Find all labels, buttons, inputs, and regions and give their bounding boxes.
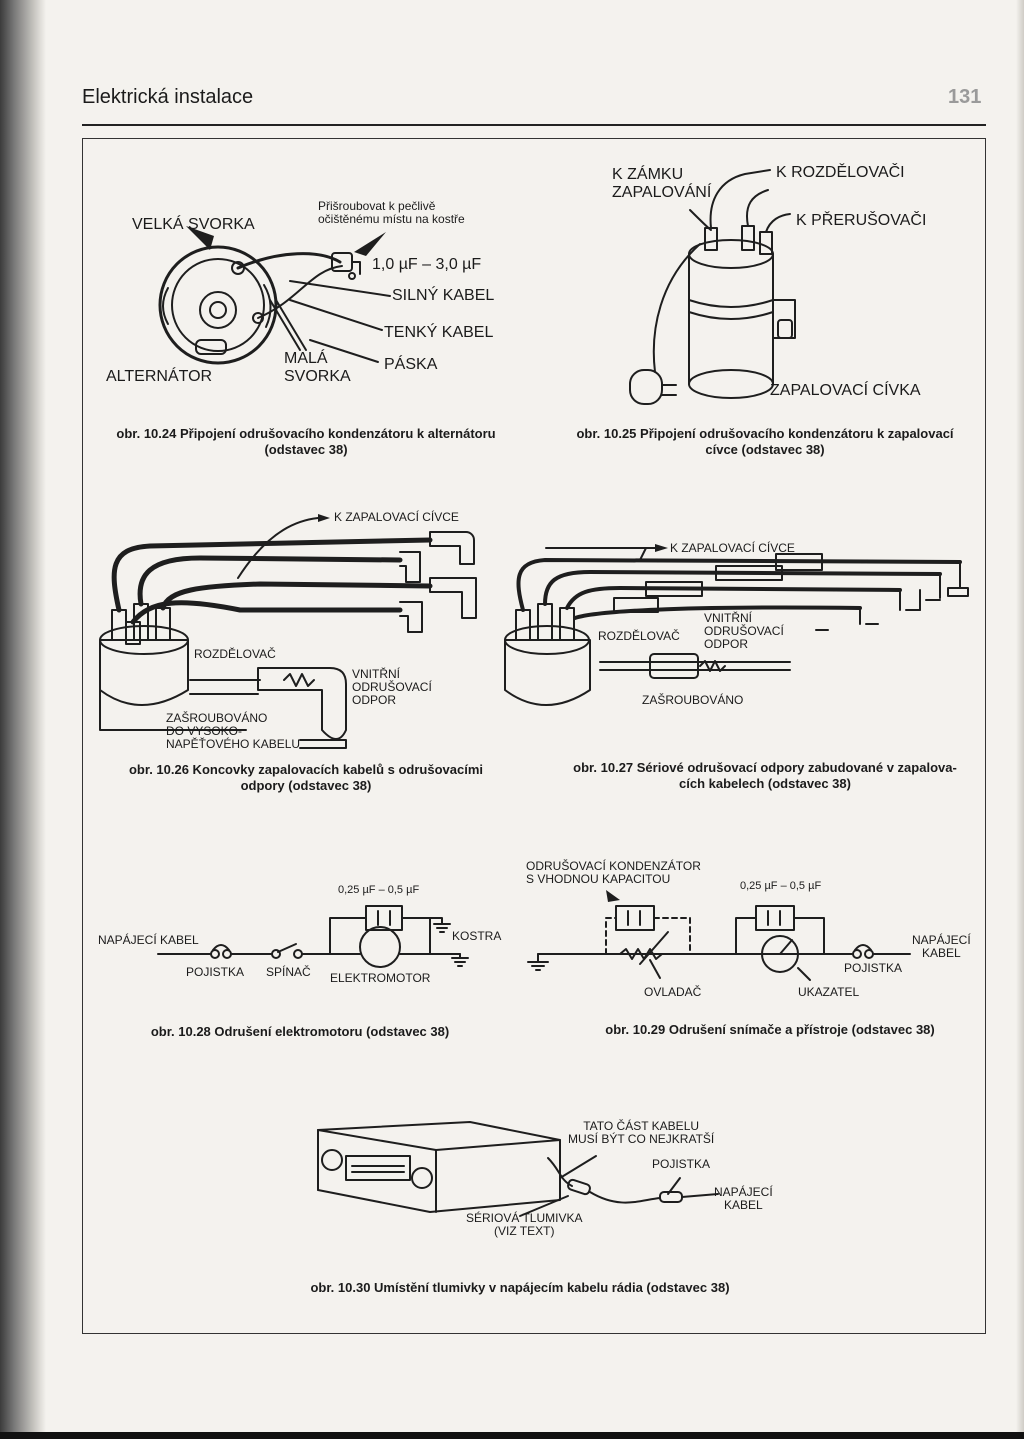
motor-circuit-diagram <box>157 905 469 968</box>
label-seriova-tlumivka: SÉRIOVÁ TLUMIVKA (VIZ TEXT) <box>466 1211 583 1238</box>
label-napajeci-kabel-29: NAPÁJECÍ KABEL <box>912 933 971 960</box>
label-zasroubovano-27: ZAŠROUBOVÁNO <box>642 693 744 707</box>
label-napajeci-kabel-30: NAPÁJECÍ KABEL <box>714 1185 773 1212</box>
label-zapalovaci-civka: ZAPALOVACÍ CÍVKA <box>770 382 921 399</box>
label-tenky-kabel: TENKÝ KABEL <box>384 324 494 341</box>
label-pojistka-28: POJISTKA <box>186 965 245 979</box>
page-edge <box>1016 0 1024 1439</box>
label-k-zapalovaci-civce-26: K ZAPALOVACÍ CÍVCE <box>334 510 459 524</box>
caption-fig-10-28: obr. 10.28 Odrušení elektromotoru (odsta… <box>150 1024 450 1039</box>
label-k-zapalovaci-civce-27: K ZAPALOVACÍ CÍVCE <box>670 541 795 555</box>
label-spinac: SPÍNAČ <box>266 965 311 979</box>
label-ovladac: OVLADAČ <box>644 985 702 999</box>
book-spine-shadow <box>0 0 46 1439</box>
scan-bottom-edge <box>0 1432 1024 1439</box>
figure-frame <box>82 138 986 1334</box>
radio-illustration <box>317 1121 719 1217</box>
label-rozdelovac-26: ROZDĚLOVAČ <box>194 647 276 661</box>
label-k-zamku: K ZÁMKU ZAPALOVÁNÍ <box>612 166 712 201</box>
label-zasroubovano-26: ZAŠROUBOVÁNO DO VYSOKO- NAPĚŤOVÉHO KABEL… <box>166 711 301 751</box>
label-k-rozdelovaci: K ROZDĚLOVAČI <box>776 164 905 181</box>
label-prisroubovat: Přišroubovat k pečlivě očištěnému místu … <box>318 199 465 226</box>
label-odrusovaci-kondenzator: ODRUŠOVACÍ KONDENZÁTOR S VHODNOU KAPACIT… <box>526 859 701 886</box>
distributor-26-illustration <box>99 517 477 749</box>
label-capacity-24: 1,0 µF – 3,0 µF <box>372 256 482 273</box>
label-pojistka-29: POJISTKA <box>844 961 903 975</box>
caption-fig-10-24: obr. 10.24 Připojení odrušovacího konden… <box>116 426 496 457</box>
label-mala-svorka: MALÁ SVORKA <box>284 350 351 385</box>
alternator-illustration <box>158 245 391 365</box>
label-capacity-28: 0,25 µF – 0,5 µF <box>338 884 420 896</box>
label-rozdelovac-27: ROZDĚLOVAČ <box>598 629 680 643</box>
caption-fig-10-30: obr. 10.30 Umístění tlumivky v napájecím… <box>310 1280 730 1295</box>
label-vnitrni-odpor-27: VNITŘNÍ ODRUŠOVACÍ ODPOR <box>704 611 784 651</box>
label-tato-cast-kabelu: TATO ČÁST KABELU MUSÍ BÝT CO NEJKRATŠÍ <box>568 1119 715 1146</box>
label-pojistka-30: POJISTKA <box>652 1157 711 1171</box>
distributor-27-illustration <box>504 547 969 706</box>
label-kostra: KOSTRA <box>452 929 502 943</box>
fig24-arrows <box>186 226 386 256</box>
label-napajeci-kabel-28: NAPÁJECÍ KABEL <box>98 933 199 947</box>
page-number: 131 <box>948 86 982 108</box>
label-alternator: ALTERNÁTOR <box>106 368 213 385</box>
caption-fig-10-26: obr. 10.26 Koncovky zapalovacích kabelů … <box>128 762 484 793</box>
label-silny-kabel: SILNÝ KABEL <box>392 287 495 304</box>
label-elektromotor: ELEKTROMOTOR <box>330 971 431 985</box>
caption-fig-10-27: obr. 10.27 Sériové odrušovací odpory zab… <box>573 760 957 791</box>
ignition-coil-illustration <box>629 169 796 405</box>
label-velka-svorka: VELKÁ SVORKA <box>132 216 255 233</box>
caption-fig-10-25: obr. 10.25 Připojení odrušovacího konden… <box>576 426 954 457</box>
gauge-circuit-diagram <box>527 905 911 981</box>
fig26-27-arrows <box>318 514 668 552</box>
label-paska: PÁSKA <box>384 356 438 373</box>
caption-fig-10-29: obr. 10.29 Odrušení snímače a přístroje … <box>605 1022 935 1037</box>
page-header-title: Elektrická instalace <box>82 86 254 108</box>
fig29-arrows <box>606 890 620 902</box>
header-rule <box>82 124 986 126</box>
label-k-prerusovaci: K PŘERUŠOVAČI <box>796 212 927 229</box>
label-vnitrni-odpor-26: VNITŘNÍ ODRUŠOVACÍ ODPOR <box>352 667 432 707</box>
label-ukazatel: UKAZATEL <box>798 985 860 999</box>
label-capacity-29: 0,25 µF – 0,5 µF <box>740 880 822 892</box>
